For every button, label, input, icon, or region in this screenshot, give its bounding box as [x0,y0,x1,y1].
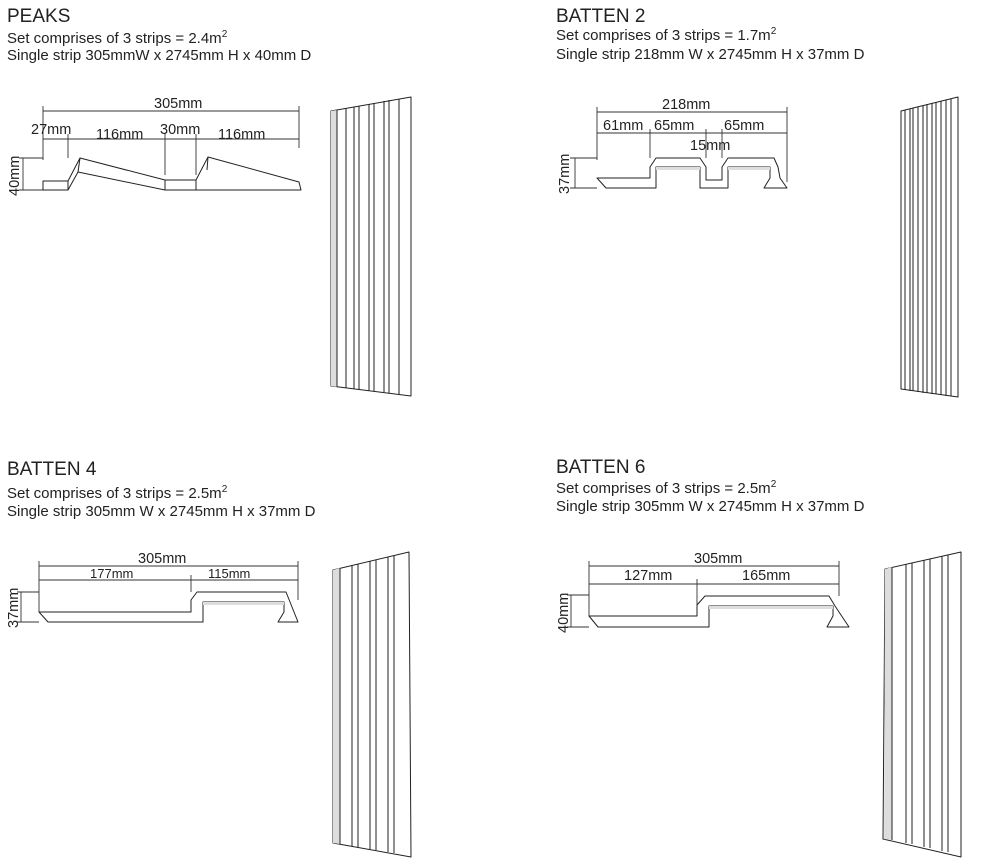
strip-perspective-view [330,96,412,397]
profile-shape [42,156,302,191]
panel-title: BATTEN 6 [556,457,646,478]
dimension-label-d: 116mm [218,127,265,143]
set-coverage-text: Set comprises of 3 strips = 1.7m2 [556,26,777,45]
dimension-label-c: 30mm [160,122,200,138]
panel-batten-4: BATTEN 4 Set comprises of 3 strips = 2.5… [0,0,500,858]
dimension-label-overall: 305mm [694,551,742,567]
profile-section-diagram: 218mm 61mm 65mm 65mm 15mm 37mm [557,97,788,194]
set-coverage-text: Set comprises of 3 strips = 2.5m2 [7,484,228,503]
profile-shape [596,157,788,189]
dimension-label-b: 115mm [208,566,250,581]
profile-section-diagram: 305mm 27mm 116mm 30mm 116mm 40mm [7,96,302,196]
panel-title: BATTEN 2 [556,6,646,27]
dimension-label-height: 37mm [557,154,573,194]
dimension-label-height: 40mm [556,593,572,633]
dimension-label-overall: 305mm [154,96,202,112]
profile-shape [588,595,850,628]
panel-peaks: PEAKS Set comprises of 3 strips = 2.4m2 … [0,0,500,433]
dimension-label-height: 40mm [7,156,23,196]
dimension-label-b: 116mm [96,127,143,143]
profile-section-diagram: 305mm 177mm 115mm 37mm [6,551,299,628]
dimension-label-overall: 305mm [138,551,186,567]
set-coverage-text: Set comprises of 3 strips = 2.5m2 [556,479,777,498]
panel-title: PEAKS [7,6,71,27]
strip-dimensions-text: Single strip 218mm W x 2745mm H x 37mm D [556,46,865,63]
dimension-label-a: 127mm [624,568,672,584]
dimension-label-a: 177mm [90,566,133,581]
set-coverage-text: Set comprises of 3 strips = 2.4m2 [7,29,228,48]
dimension-label-gap: 15mm [690,138,730,154]
strip-dimensions-text: Single strip 305mmW x 2745mm H x 40mm D [7,47,312,64]
dimension-label-b: 165mm [742,568,790,584]
panel-title: BATTEN 4 [7,459,97,480]
strip-perspective-view [882,551,962,858]
panel-batten-2: BATTEN 2 Set comprises of 3 strips = 1.7… [0,0,959,433]
dimension-label-a: 27mm [31,122,71,138]
strip-dimensions-text: Single strip 305mm W x 2745mm H x 37mm D [556,498,865,515]
strip-perspective-view [900,96,959,398]
strip-dimensions-text: Single strip 305mm W x 2745mm H x 37mm D [7,503,316,520]
dimension-label-height: 37mm [6,588,22,628]
dimension-label-b: 65mm [654,118,694,134]
profile-shape [38,591,299,623]
strip-perspective-view [332,551,412,858]
profile-section-diagram: 305mm 127mm 165mm 40mm [556,551,850,633]
panel-batten-6: BATTEN 6 Set comprises of 3 strips = 2.5… [0,0,962,858]
dimension-label-a: 61mm [603,118,643,134]
dimension-label-c: 65mm [724,118,764,134]
dimension-label-overall: 218mm [662,97,710,113]
